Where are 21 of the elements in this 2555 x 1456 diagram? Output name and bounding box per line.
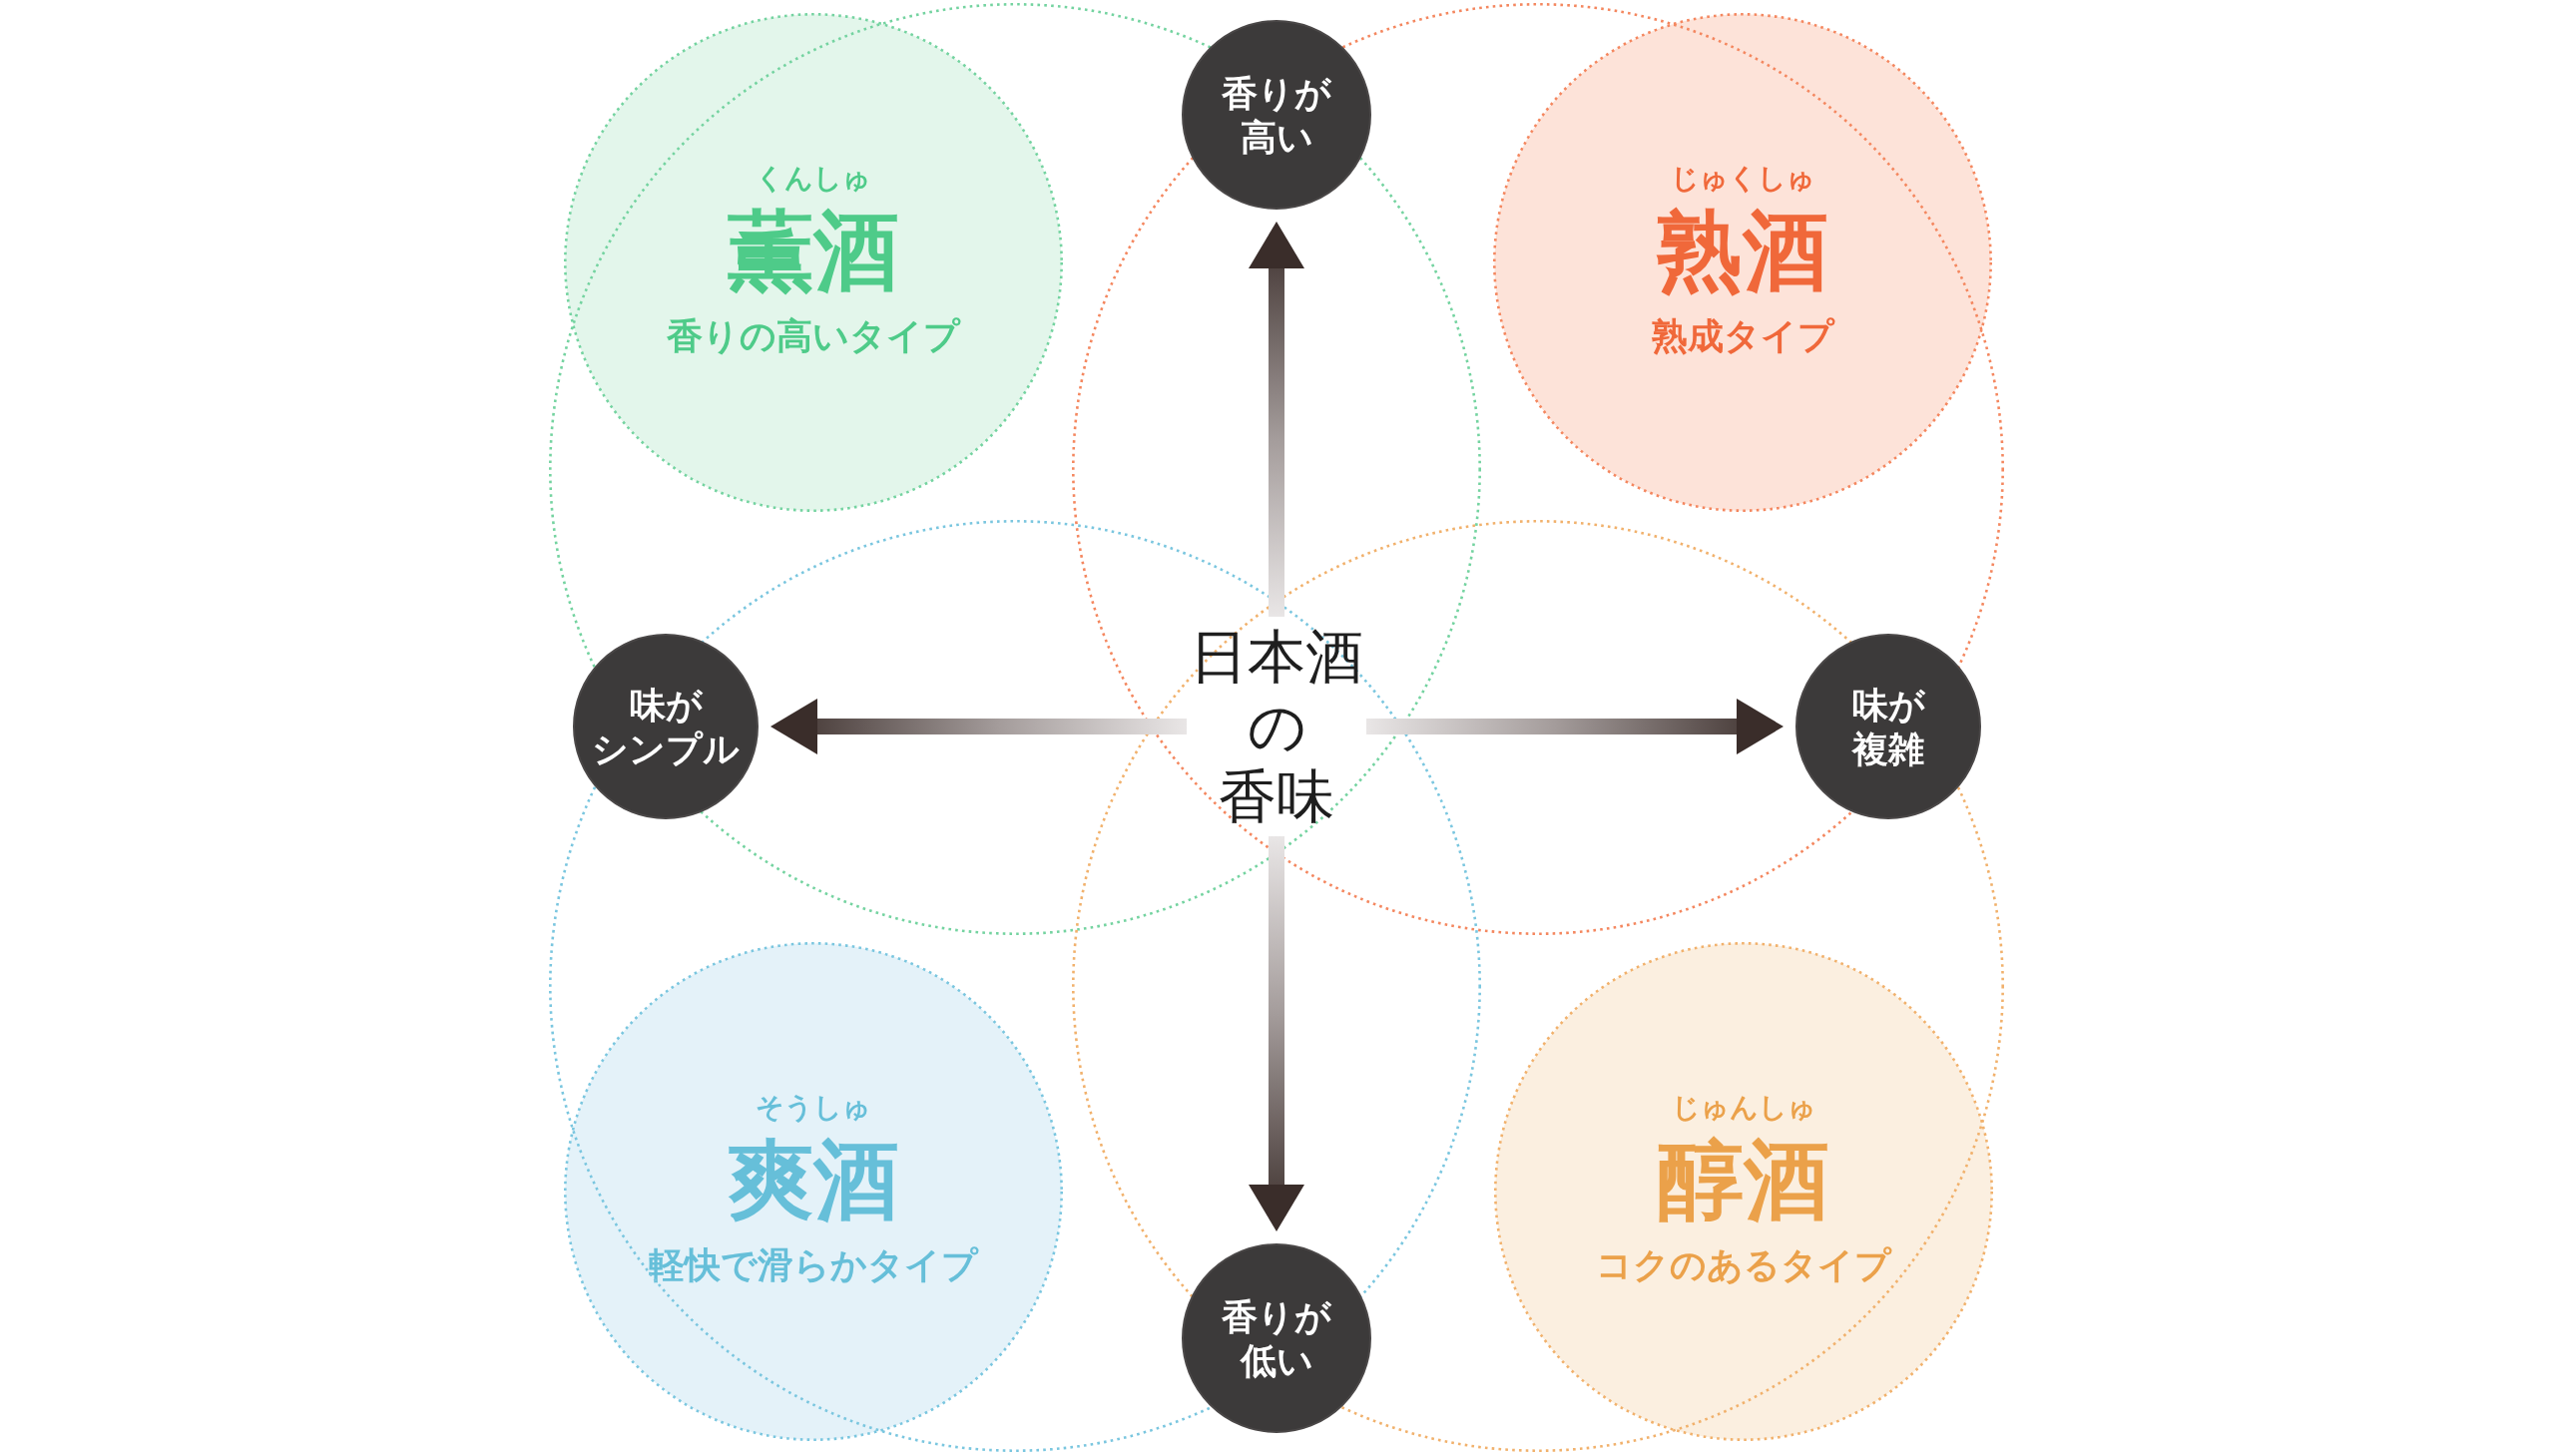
- label-circle: 香りが高い: [1182, 20, 1371, 210]
- category-circle: [1493, 13, 1992, 512]
- description-text: 軽快で滑らかタイプ: [648, 1243, 980, 1287]
- title-text: 醇酒: [1657, 1128, 1830, 1231]
- description-text: 香りの高いタイプ: [666, 314, 962, 358]
- description-text: 熟成タイプ: [1650, 314, 1836, 358]
- category-circle: [564, 942, 1063, 1441]
- label-circle: 味が複雑: [1795, 634, 1981, 819]
- furigana: じゅんしゅ: [1670, 1091, 1817, 1125]
- label-circle: 味がシンプル: [573, 634, 759, 819]
- label-circle: 香りが低い: [1182, 1243, 1371, 1433]
- title-text: 熟酒: [1655, 199, 1829, 302]
- category-circle: [564, 13, 1063, 512]
- description-text: コクのあるタイプ: [1595, 1243, 1893, 1287]
- furigana: くんしゅ: [755, 162, 872, 196]
- title-text: 薫酒: [727, 199, 900, 302]
- title-text: 爽酒: [727, 1128, 900, 1231]
- furigana: じゅくしゅ: [1669, 162, 1816, 196]
- center-label: 日本酒の香味: [1187, 617, 1366, 836]
- furigana: そうしゅ: [755, 1091, 872, 1125]
- category-circle: [1494, 942, 1993, 1441]
